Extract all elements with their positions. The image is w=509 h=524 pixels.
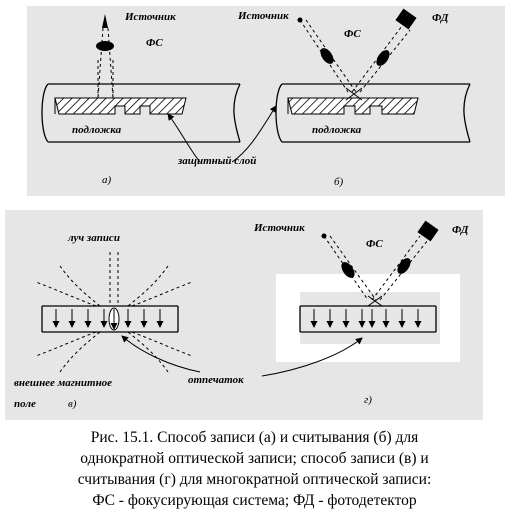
label-fs-a: ФС: [146, 37, 163, 49]
lens-icon: [376, 50, 390, 66]
caption-line: считывания (г) для многократной оптическ…: [77, 471, 432, 488]
schema-v: [35, 252, 193, 373]
label-protective-layer: защитный слой: [178, 155, 257, 167]
schema-b: [275, 8, 471, 143]
label-substrate-a: подложка: [72, 124, 122, 136]
label-source-a: Источник: [125, 11, 176, 23]
label-sub-g: г): [364, 394, 372, 406]
figure-caption: Рис. 15.1. Способ записи (а) и считывани…: [0, 427, 509, 511]
label-fd-g: ФД: [452, 224, 469, 236]
label-source-g: Источник: [254, 222, 305, 234]
label-magnetic-field: внешнее магнитное: [14, 377, 113, 389]
lens-icon: [397, 258, 411, 274]
photodetector-icon: [417, 220, 439, 242]
caption-line: Рис. 15.1. Способ записи (а) и считывани…: [90, 429, 419, 446]
label-write-beam: луч записи: [68, 232, 120, 244]
label-substrate-b: подложка: [312, 124, 362, 136]
label-sub-b: б): [334, 176, 344, 188]
label-sub-a: а): [102, 174, 112, 186]
caption-line: однократной оптической записи; способ за…: [80, 450, 429, 467]
schema-g: [276, 220, 460, 362]
lens-icon: [341, 262, 355, 278]
lens-icon: [320, 48, 334, 64]
label-fd-b: ФД: [432, 12, 449, 24]
label-imprint: отпечаток: [188, 374, 244, 386]
schema-a: [41, 14, 241, 143]
photodetector-icon: [395, 8, 417, 30]
lens-icon: [96, 41, 114, 51]
label-sub-v: в): [68, 398, 77, 410]
label-fs-b: ФС: [344, 28, 361, 40]
label-source-b: Источник: [238, 10, 289, 22]
label-fs-g: ФС: [366, 238, 383, 250]
source-icon: [102, 14, 108, 28]
label-magnetic-field-2: поле: [14, 398, 36, 410]
caption-line: ФС - фокусирующая система; ФД - фотодете…: [92, 492, 417, 509]
